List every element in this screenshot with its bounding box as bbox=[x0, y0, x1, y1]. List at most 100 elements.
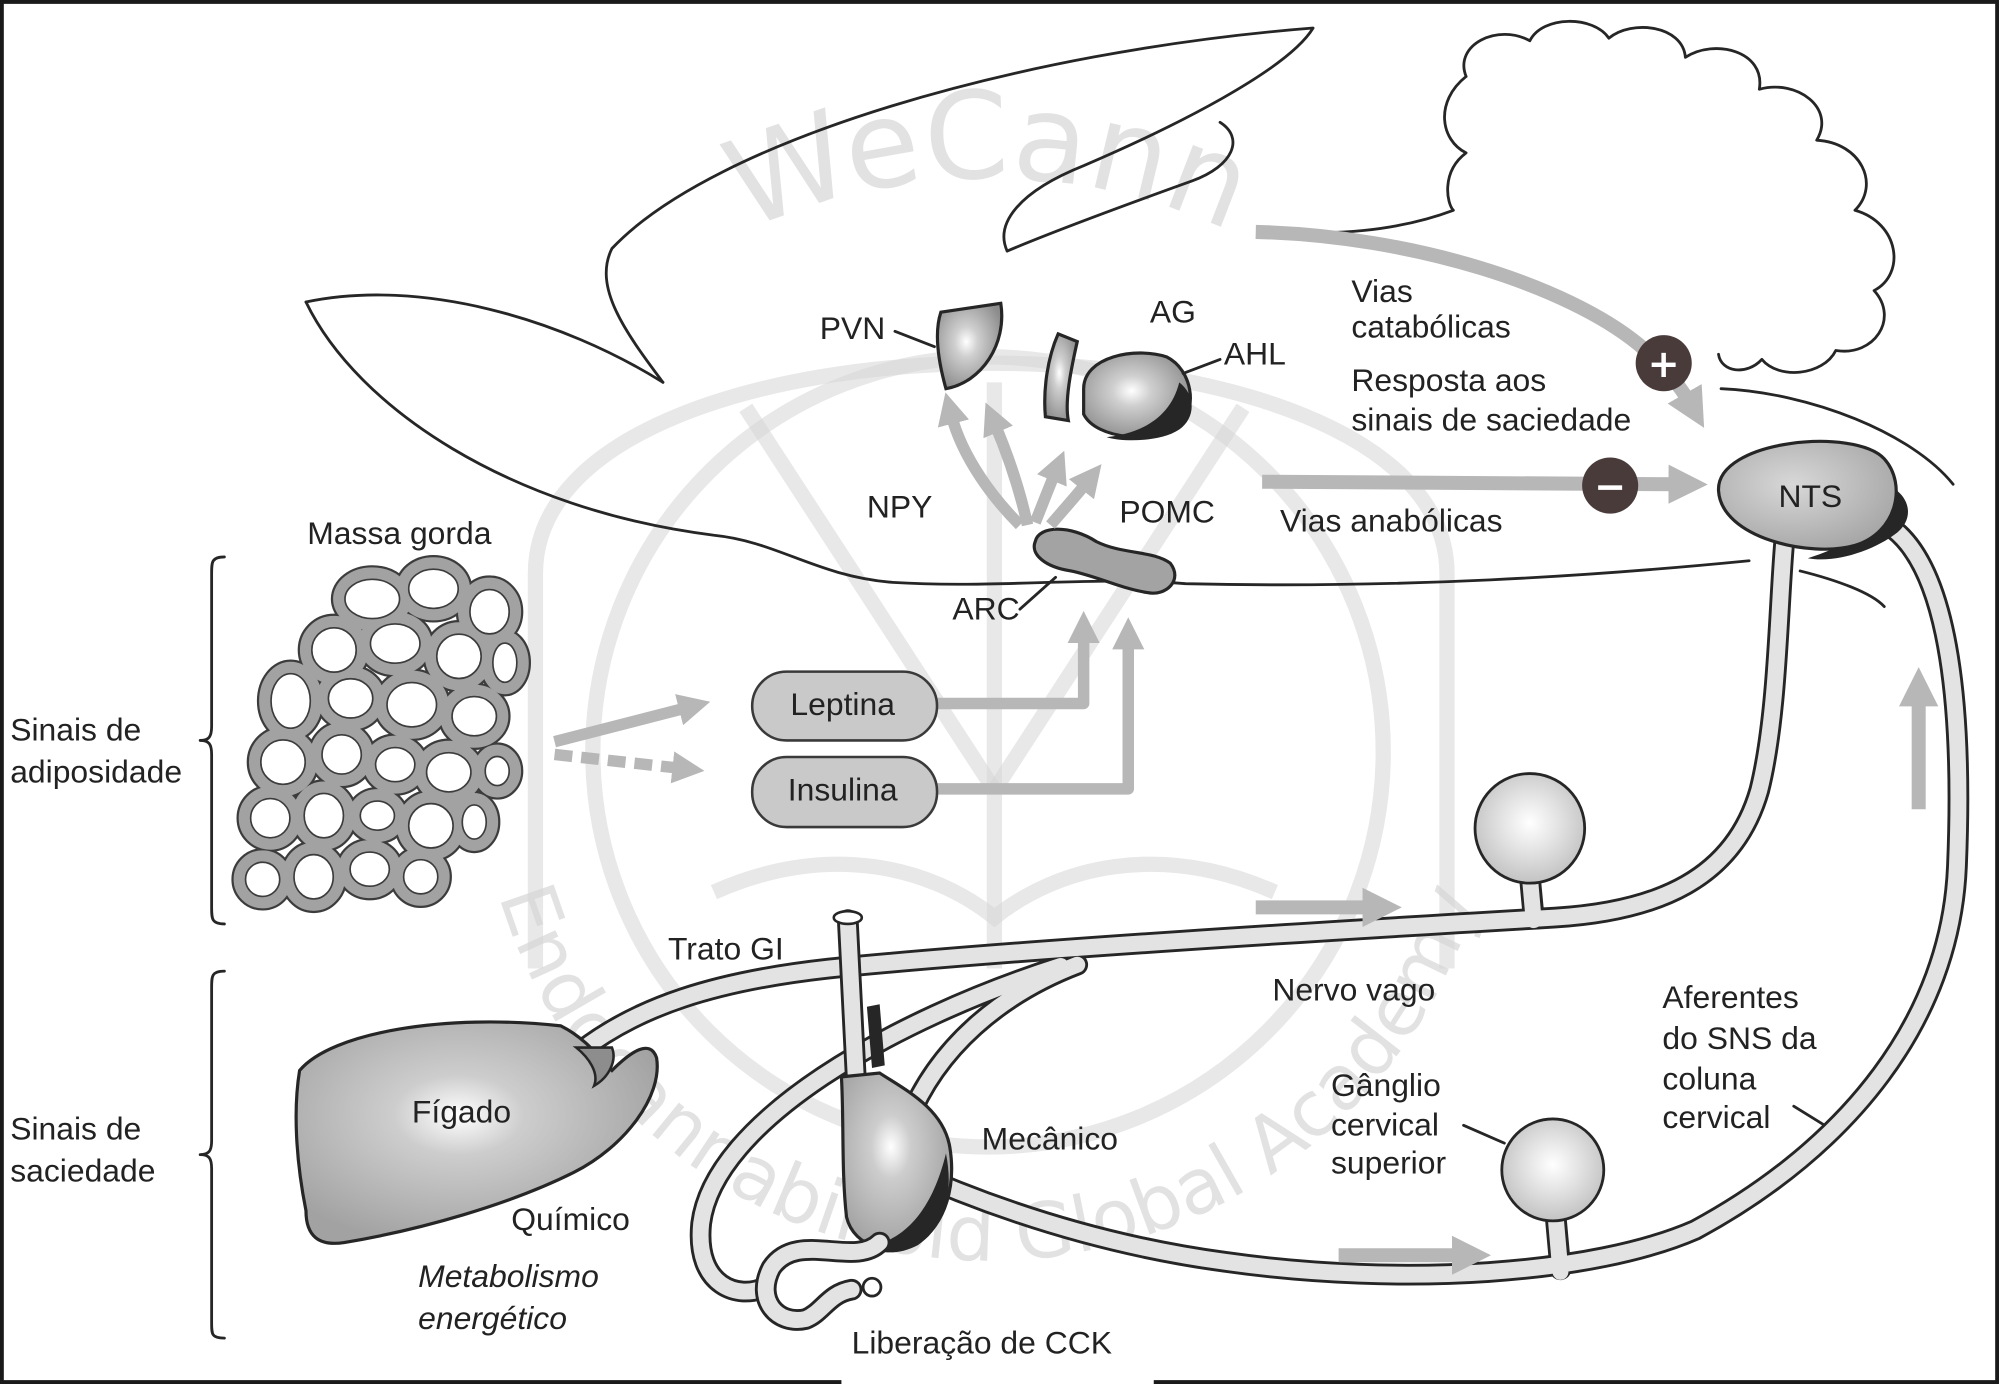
fat-cell bbox=[369, 623, 421, 665]
fat-cell bbox=[473, 744, 522, 798]
npy-label: NPY bbox=[867, 488, 933, 524]
fat-cell bbox=[358, 612, 432, 676]
fat-cell bbox=[407, 568, 460, 610]
nts-nucleus bbox=[1716, 439, 1898, 551]
fat-cell bbox=[282, 842, 346, 911]
vagus-nerve-label: Nervo vago bbox=[1272, 971, 1435, 1007]
scg-label-line3: superior bbox=[1331, 1145, 1447, 1181]
esophagus-dark-band bbox=[866, 1004, 885, 1068]
superior-cervical-ganglion bbox=[1500, 1117, 1606, 1223]
esophagus-opening bbox=[832, 909, 864, 926]
fat-cell bbox=[327, 677, 374, 719]
pvn-label: PVN bbox=[820, 310, 886, 346]
catabolic-label-line1: Vias bbox=[1351, 273, 1412, 309]
leptin-to-arc-arrow bbox=[937, 610, 1100, 710]
watermark-brand: WeCann bbox=[708, 65, 1271, 257]
sns-afferents-line3: coluna bbox=[1662, 1061, 1756, 1097]
leptin-pill bbox=[750, 670, 939, 742]
scg-label-line1: Gânglio bbox=[1331, 1067, 1441, 1103]
pvn-nucleus bbox=[935, 301, 1004, 391]
plus-sign-badge: + bbox=[1635, 335, 1692, 392]
ahl-nucleus-shadow bbox=[1106, 382, 1192, 441]
liver bbox=[294, 1020, 659, 1245]
vagus-nerve bbox=[572, 527, 1793, 1060]
fat-cell bbox=[374, 746, 416, 783]
adiposity-group-label-line2: adiposidade bbox=[10, 753, 182, 789]
arc-leader-line bbox=[1018, 575, 1057, 611]
fat-cell bbox=[407, 802, 454, 849]
minus-sign-circle bbox=[1582, 457, 1639, 514]
pvn-leader-line bbox=[893, 329, 936, 349]
satiety-group-label-line2: saciedade bbox=[10, 1152, 155, 1188]
fat-cell bbox=[435, 633, 482, 680]
satiety-response-line1: Resposta aos bbox=[1351, 362, 1546, 398]
pomc-arrow-ag bbox=[1029, 450, 1067, 525]
satiety-group-label-line1: Sinais de bbox=[10, 1110, 141, 1146]
cortex-outline bbox=[604, 26, 1315, 384]
scg-stem bbox=[1547, 1205, 1569, 1280]
fat-cell bbox=[469, 588, 511, 635]
arc-nucleus bbox=[1032, 527, 1177, 595]
pomc-arrow-ahl bbox=[1046, 464, 1102, 529]
gi-tract-label: Trato GI bbox=[668, 931, 784, 967]
satiety-response-line2: sinais de saciedade bbox=[1351, 402, 1631, 438]
brainstem-upper-outline bbox=[1719, 387, 1955, 486]
chemical-label: Químico bbox=[511, 1201, 630, 1237]
fat-cell bbox=[461, 804, 488, 840]
watermark-leaf-right bbox=[987, 403, 1250, 795]
npy-arrow-ag bbox=[983, 402, 1034, 527]
arc-label: ARC bbox=[952, 590, 1019, 626]
pomc-label: POMC bbox=[1119, 494, 1215, 530]
fat-cell bbox=[311, 626, 358, 673]
fat-cell bbox=[492, 642, 518, 684]
nts-label: NTS bbox=[1778, 478, 1842, 514]
ahl-label: AHL bbox=[1224, 335, 1286, 371]
nerves bbox=[569, 518, 1970, 1303]
fat-cell bbox=[440, 684, 509, 748]
energy-metabolism-line1: Metabolismo bbox=[418, 1258, 599, 1294]
fat-mass-label: Massa gorda bbox=[307, 515, 491, 551]
insulin-to-arc-arrow bbox=[937, 617, 1145, 795]
fat-cell bbox=[484, 755, 511, 787]
esophagus bbox=[839, 912, 865, 1104]
minus-sign: − bbox=[1594, 466, 1626, 510]
liver-label: Fígado bbox=[412, 1094, 511, 1130]
plus-sign-circle bbox=[1635, 335, 1692, 392]
fat-cell bbox=[303, 792, 345, 839]
gallbladder bbox=[572, 1046, 615, 1089]
sns-afferent-nerve bbox=[890, 520, 1967, 1283]
fat-cell bbox=[293, 853, 335, 900]
fat-to-leptin-arrow bbox=[553, 694, 711, 748]
ahl-leader-line bbox=[1181, 357, 1222, 375]
vagus-loop-branch bbox=[692, 958, 1069, 1300]
duodenum bbox=[757, 1234, 888, 1328]
cck-release-label: Liberação de CCK bbox=[852, 1324, 1112, 1360]
watermark-book bbox=[710, 856, 1278, 928]
brain bbox=[304, 20, 1955, 609]
minus-sign-badge: − bbox=[1582, 457, 1639, 514]
fornix-outline bbox=[1005, 120, 1235, 253]
fat-cell bbox=[402, 858, 439, 895]
gi-tract bbox=[754, 909, 954, 1331]
sns-afferents-line1: Aferentes bbox=[1662, 979, 1798, 1015]
fat-cell bbox=[396, 557, 471, 621]
cerebellum-inner-outline bbox=[1267, 75, 1468, 234]
ag-nucleus bbox=[1043, 331, 1080, 423]
ganglion-leader-line bbox=[1462, 1123, 1506, 1145]
brainstem-lower-outline bbox=[1798, 569, 1886, 609]
fat-cell bbox=[386, 681, 438, 728]
stomach-shadow bbox=[866, 1153, 949, 1253]
fat-cell bbox=[391, 847, 450, 906]
sns-afferents-line2: do SNS da bbox=[1662, 1020, 1816, 1056]
fat-cell bbox=[344, 578, 401, 620]
nodose-ganglion bbox=[1473, 772, 1587, 885]
fat-cell bbox=[450, 792, 499, 851]
sns-afferents-line4: cervical bbox=[1662, 1099, 1770, 1135]
energy-metabolism-line2: energético bbox=[418, 1300, 567, 1336]
watermark-leaf-left bbox=[739, 403, 1001, 795]
fat-to-insulin-arrow bbox=[553, 748, 705, 784]
mechanical-label: Mecânico bbox=[982, 1121, 1118, 1157]
fat-cell bbox=[425, 751, 472, 793]
brain-base-outline bbox=[304, 300, 1751, 587]
fat-cell bbox=[244, 861, 281, 898]
